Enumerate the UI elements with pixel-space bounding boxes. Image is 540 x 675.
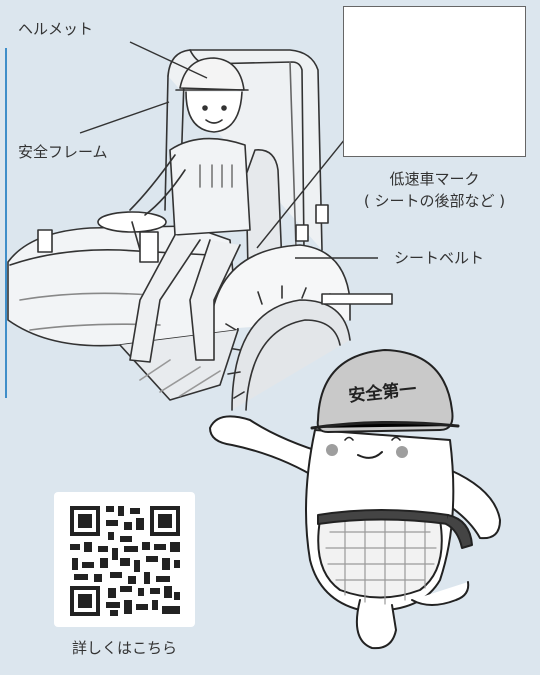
frame-leader (79, 101, 170, 134)
qr-caption[interactable]: 詳しくはこちら (71, 639, 177, 657)
left-panel-edge (0, 48, 7, 398)
sign-caption-line1: 低速車マーク (389, 170, 480, 188)
slow-vehicle-sign-box (343, 6, 526, 157)
qr-code-box[interactable] (54, 492, 195, 627)
qr-code-icon (70, 506, 180, 616)
safety-frame-label: 安全フレーム (18, 143, 108, 161)
seatbelt-label: シートベルト (394, 249, 485, 267)
slow-vehicle-sign-caption: 低速車マーク ( シートの後部など ) (343, 168, 526, 212)
helmet-leader (129, 41, 208, 79)
operator-figure (129, 57, 251, 363)
helmet-label: ヘルメット (18, 20, 94, 38)
mascot-character (209, 349, 501, 650)
sign-caption-line2: ( シートの後部など ) (363, 192, 506, 210)
